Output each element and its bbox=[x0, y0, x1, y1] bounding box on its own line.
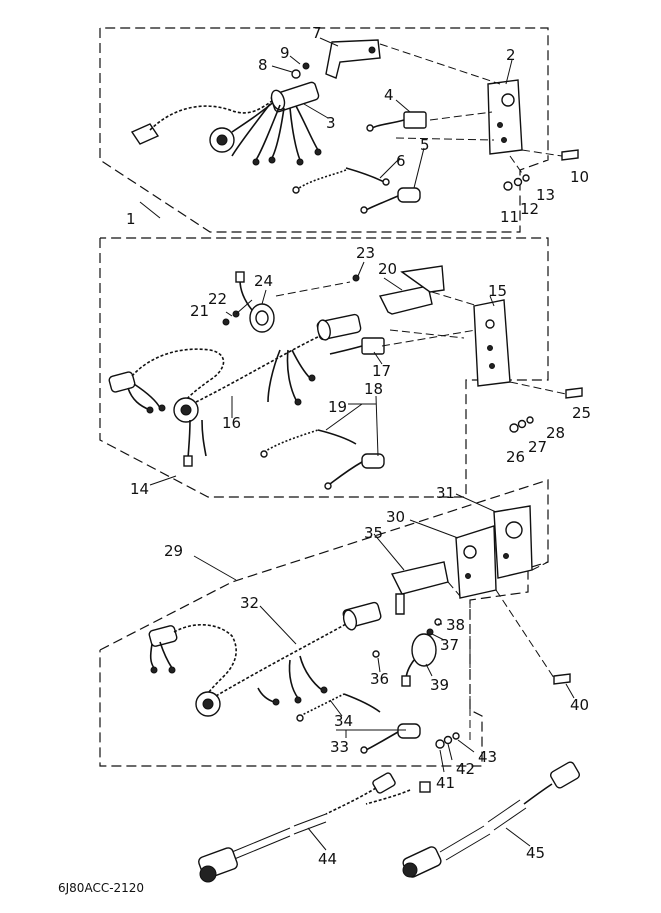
callout-33: 33 bbox=[330, 738, 349, 756]
harness-group-1 bbox=[130, 39, 579, 214]
callout-20: 20 bbox=[378, 260, 397, 278]
callout-22: 22 bbox=[208, 290, 227, 308]
callout-29: 29 bbox=[164, 542, 183, 560]
callout-28: 28 bbox=[546, 424, 565, 442]
extension-cable-45 bbox=[402, 761, 580, 878]
callout-43: 43 bbox=[478, 748, 497, 766]
callout-3: 3 bbox=[326, 114, 336, 132]
callout-26: 26 bbox=[506, 448, 525, 466]
extension-cable-44 bbox=[198, 772, 431, 883]
callout-24: 24 bbox=[254, 272, 273, 290]
callout-34: 34 bbox=[334, 712, 353, 730]
callout-19: 19 bbox=[328, 398, 347, 416]
callout-41: 41 bbox=[436, 774, 455, 792]
callout-18: 18 bbox=[364, 380, 383, 398]
callout-1: 1 bbox=[126, 210, 136, 228]
callout-4: 4 bbox=[384, 86, 394, 104]
callout-labels: 1 2 3 4 5 6 7 8 9 10 11 12 13 14 15 16 1… bbox=[58, 24, 591, 895]
callout-7: 7 bbox=[312, 24, 322, 42]
callout-39: 39 bbox=[430, 676, 449, 694]
harness-group-14 bbox=[108, 265, 583, 490]
callout-21: 21 bbox=[190, 302, 209, 320]
callout-23: 23 bbox=[356, 244, 375, 262]
callout-14: 14 bbox=[130, 480, 149, 498]
callout-45: 45 bbox=[526, 844, 545, 862]
callout-37: 37 bbox=[440, 636, 459, 654]
callout-44: 44 bbox=[318, 850, 337, 868]
callout-10: 10 bbox=[570, 168, 589, 186]
callout-15: 15 bbox=[488, 282, 507, 300]
callout-8: 8 bbox=[258, 56, 268, 74]
callout-40: 40 bbox=[570, 696, 589, 714]
diagram-code: 6J80ACC-2120 bbox=[58, 881, 144, 895]
callout-5: 5 bbox=[420, 136, 430, 154]
callout-27: 27 bbox=[528, 438, 547, 456]
callout-6: 6 bbox=[396, 152, 406, 170]
callout-2: 2 bbox=[506, 46, 516, 64]
callout-35: 35 bbox=[364, 524, 383, 542]
callout-32: 32 bbox=[240, 594, 259, 612]
group-1-outline bbox=[99, 27, 549, 233]
callout-36: 36 bbox=[370, 670, 389, 688]
callout-9: 9 bbox=[280, 44, 290, 62]
callout-38: 38 bbox=[446, 616, 465, 634]
callout-30: 30 bbox=[386, 508, 405, 526]
callout-31: 31 bbox=[436, 484, 455, 502]
group-29-outline bbox=[99, 479, 549, 767]
callout-42: 42 bbox=[456, 760, 475, 778]
callout-13: 13 bbox=[536, 186, 555, 204]
callout-12: 12 bbox=[520, 200, 539, 218]
callout-17: 17 bbox=[372, 362, 391, 380]
harness-group-29 bbox=[148, 505, 571, 754]
callout-16: 16 bbox=[222, 414, 241, 432]
leader-lines bbox=[139, 37, 575, 851]
callout-11: 11 bbox=[500, 208, 519, 226]
callout-25: 25 bbox=[572, 404, 591, 422]
